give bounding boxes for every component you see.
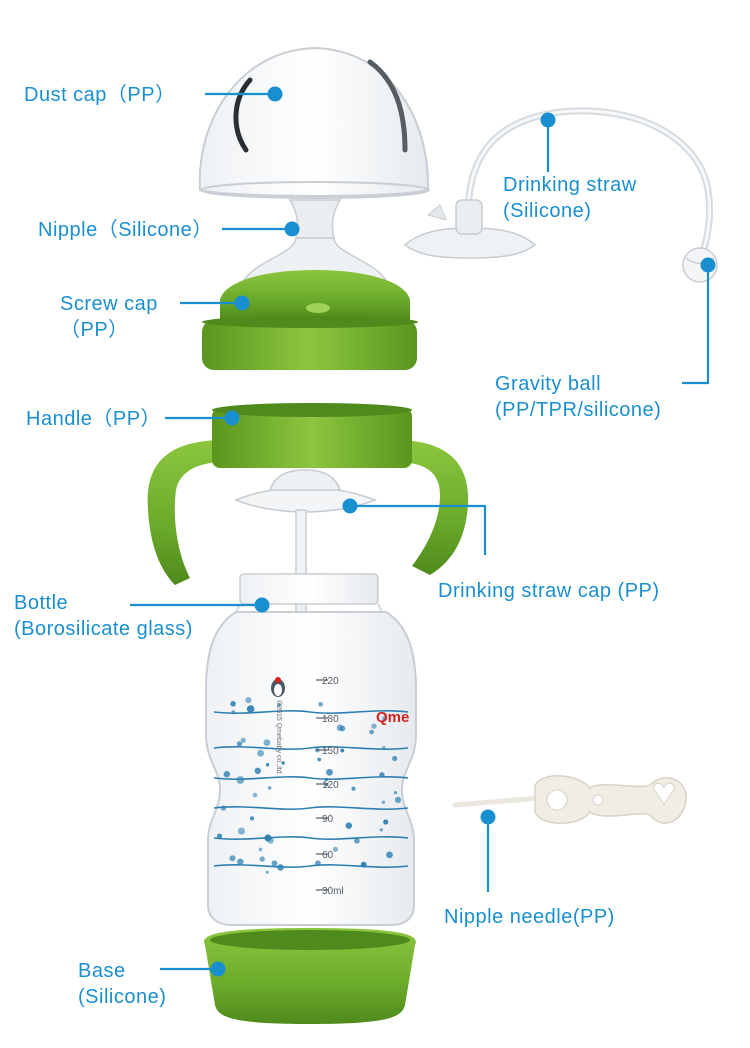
label-dust-cap-line1: Dust cap（PP） <box>24 82 176 108</box>
label-nipple-needle: Nipple needle(PP) <box>444 904 615 930</box>
label-base-line2: (Silicone) <box>78 984 166 1010</box>
pattern-dot <box>333 847 338 852</box>
scale-label: 150 <box>322 746 339 757</box>
scale-label: 120 <box>322 780 339 791</box>
pattern-dot <box>260 856 265 861</box>
pattern-dot <box>264 739 271 746</box>
label-nipple: Nipple（Silicone） <box>38 217 213 243</box>
pattern-dot <box>277 864 284 871</box>
label-gravity-ball-line1: Gravity ball <box>495 371 661 397</box>
pattern-dot <box>230 855 236 861</box>
callout-dot-screw-cap <box>235 296 250 311</box>
pattern-dot <box>238 828 245 835</box>
label-nipple-needle-line1: Nipple needle(PP) <box>444 904 615 930</box>
pattern-dot <box>268 786 271 789</box>
callout-dot-gravity-ball <box>701 258 716 273</box>
label-drinking-straw-cap-line1: Drinking straw cap (PP) <box>438 578 660 604</box>
pattern-dot <box>224 771 230 777</box>
callout-dot-nipple <box>285 222 300 237</box>
pattern-dot <box>217 834 222 839</box>
pattern-dot <box>382 746 385 749</box>
pattern-dot <box>231 710 235 714</box>
pattern-dot <box>247 705 255 713</box>
label-screw-cap: Screw cap （PP） <box>60 291 158 343</box>
pattern-dot <box>340 749 344 753</box>
pattern-dot <box>250 816 254 820</box>
pattern-dot <box>315 860 321 866</box>
bottle: Qme ©2015 Qmebaby co.,ltd 220 180 150 120 90… <box>206 574 416 925</box>
label-nipple-line1: Nipple（Silicone） <box>38 217 213 243</box>
dust-cap <box>200 48 429 198</box>
pattern-dot <box>337 725 343 731</box>
pattern-dot <box>257 750 264 757</box>
base <box>204 928 416 1024</box>
pattern-dot <box>380 828 383 831</box>
scale-label: 60 <box>322 850 334 861</box>
label-handle-line1: Handle（PP） <box>26 406 161 432</box>
callout-dot-handle <box>225 411 240 426</box>
callout-dot-drinking-straw <box>541 113 556 128</box>
label-drinking-straw-cap: Drinking straw cap (PP) <box>438 578 660 604</box>
pattern-dot <box>236 776 244 784</box>
label-gravity-ball: Gravity ball (PP/TPR/silicone) <box>495 371 661 423</box>
pattern-dot <box>394 791 397 794</box>
pattern-dot <box>354 838 360 844</box>
pattern-dot <box>318 702 323 707</box>
pattern-dot <box>272 860 278 866</box>
label-bottle-line2: (Borosilicate glass) <box>14 616 193 642</box>
pattern-dot <box>369 730 374 735</box>
label-base: Base (Silicone) <box>78 958 166 1010</box>
pattern-dot <box>351 787 355 791</box>
label-handle: Handle（PP） <box>26 406 161 432</box>
scale-label: 90 <box>322 814 334 825</box>
pattern-dot <box>383 819 388 824</box>
callout-dot-straw-cap <box>343 499 358 514</box>
copyright-text: ©2015 Qmebaby co.,ltd <box>275 700 283 774</box>
pattern-dot <box>379 772 384 777</box>
pattern-dot <box>361 862 367 868</box>
pattern-dot <box>326 769 333 776</box>
pattern-dot <box>382 801 385 804</box>
label-base-line1: Base <box>78 958 166 984</box>
callout-dot-bottle <box>255 598 270 613</box>
pattern-dot <box>230 701 236 707</box>
label-drinking-straw-line2: (Silicone) <box>503 198 637 224</box>
pattern-dot <box>395 797 401 803</box>
pattern-dot <box>237 741 242 746</box>
label-drinking-straw-line1: Drinking straw <box>503 172 637 198</box>
pattern-dot <box>221 806 226 811</box>
pattern-dot <box>264 834 271 841</box>
callout-dot-dust-cap <box>268 87 283 102</box>
scale-label: 220 <box>322 676 339 687</box>
label-screw-cap-line2: （PP） <box>60 317 158 343</box>
pattern-dot <box>266 763 269 766</box>
label-dust-cap: Dust cap（PP） <box>24 82 176 108</box>
pattern-dot <box>245 697 251 703</box>
label-bottle-line1: Bottle <box>14 590 193 616</box>
pattern-dot <box>255 768 261 774</box>
pattern-dot <box>346 822 352 828</box>
callout-dot-base <box>211 962 226 977</box>
scale-label: 30ml <box>322 886 344 897</box>
pattern-dot <box>386 852 393 859</box>
label-drinking-straw: Drinking straw (Silicone) <box>503 172 637 224</box>
label-gravity-ball-line2: (PP/TPR/silicone) <box>495 397 661 423</box>
pattern-dot <box>237 859 243 865</box>
pattern-dot <box>253 793 258 798</box>
callout-dot-nipple-needle <box>481 810 496 825</box>
pattern-dot <box>266 871 269 874</box>
pattern-dot <box>259 848 263 852</box>
label-screw-cap-line1: Screw cap <box>60 291 158 317</box>
brand-mark: Qme <box>376 709 409 726</box>
screw-cap <box>202 270 418 370</box>
pattern-dot <box>317 758 321 762</box>
pattern-dot <box>241 738 246 743</box>
scale-label: 180 <box>322 714 339 725</box>
label-bottle: Bottle (Borosilicate glass) <box>14 590 193 642</box>
pattern-dot <box>392 756 397 761</box>
